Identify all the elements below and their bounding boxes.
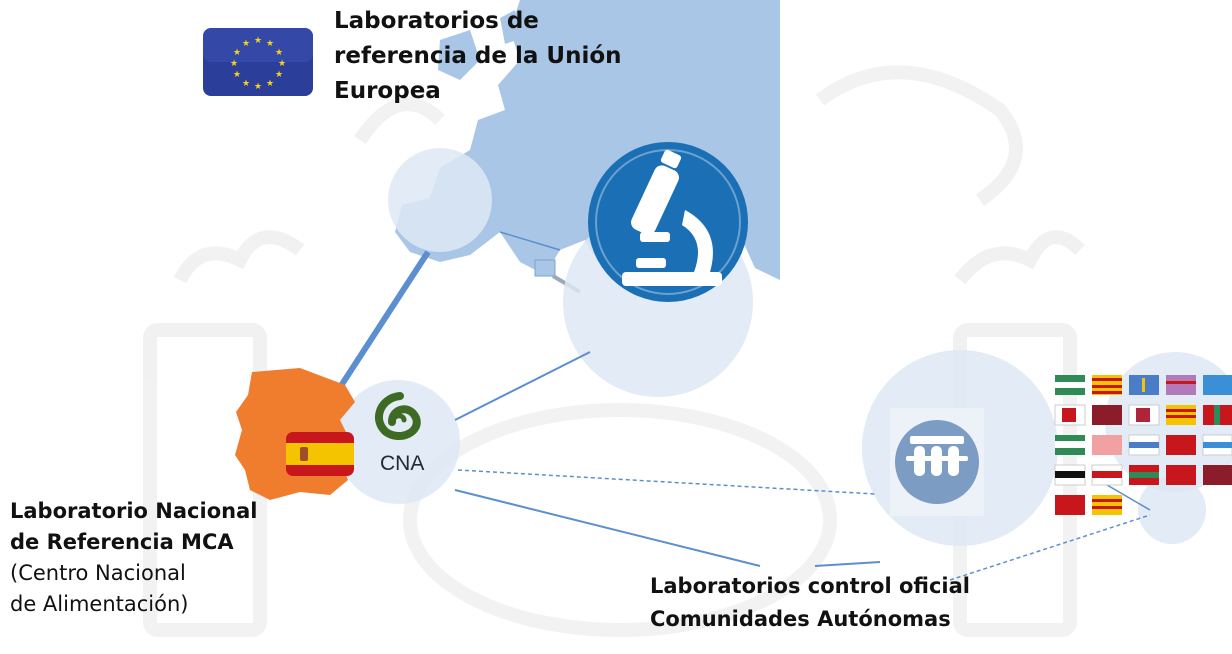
cna-logo-icon — [375, 392, 421, 440]
regional-to-small-bubble-line — [949, 514, 1151, 581]
svg-text:★: ★ — [254, 82, 262, 92]
europe-bubble — [388, 148, 492, 252]
svg-text:★: ★ — [242, 79, 250, 89]
cna-to-microscope-line — [454, 351, 591, 421]
map-connector — [499, 231, 561, 251]
regional-underline — [814, 561, 881, 567]
cna-label: CNA — [380, 452, 425, 475]
svg-text:★: ★ — [230, 59, 238, 69]
cna-bubble — [336, 380, 460, 504]
svg-text:★: ★ — [233, 70, 241, 80]
bubble-group — [336, 148, 1232, 546]
test-tubes-icon — [890, 408, 984, 516]
national-subtitle-line-2: de Alimentación) — [10, 592, 189, 616]
eu-title-line-1: Laboratorios de — [334, 8, 539, 34]
eu-flag-icon: ★★★ ★★★ ★★★ ★★★ — [203, 28, 313, 96]
svg-text:★: ★ — [266, 39, 274, 49]
microscope-icon — [588, 142, 748, 302]
map-inset-icon — [534, 259, 556, 277]
national-subtitle-line-1: (Centro Nacional — [10, 561, 186, 585]
svg-text:★: ★ — [242, 39, 250, 49]
connectors — [332, 231, 1151, 581]
regional-title-line-2: Comunidades Autónomas — [650, 607, 951, 631]
eu-to-national-line — [332, 250, 431, 397]
national-reference-lab-label: Laboratorio Nacional de Referencia MCA (… — [10, 496, 310, 620]
regional-title-line-1: Laboratorios control oficial — [650, 574, 970, 598]
national-title-line-1: Laboratorio Nacional — [10, 499, 258, 523]
svg-text:★: ★ — [278, 59, 286, 69]
small-bubble — [1138, 476, 1206, 544]
cna-to-regional-line — [454, 489, 761, 567]
regional-flags-icon — [1054, 375, 1232, 515]
eu-reference-labs-label: Laboratorios de referencia de la Unión E… — [334, 4, 654, 109]
spain-flag-icon — [286, 432, 354, 476]
svg-text:★: ★ — [254, 36, 262, 46]
svg-text:★: ★ — [266, 79, 274, 89]
svg-text:★: ★ — [233, 48, 241, 58]
eu-title-line-3: Europea — [334, 78, 441, 104]
svg-text:★: ★ — [275, 70, 283, 80]
national-title-line-2: de Referencia MCA — [10, 530, 234, 554]
svg-text:★: ★ — [275, 48, 283, 58]
regional-labs-label: Laboratorios control oficial Comunidades… — [650, 570, 1050, 636]
eu-title-line-2: referencia de la Unión — [334, 43, 622, 69]
